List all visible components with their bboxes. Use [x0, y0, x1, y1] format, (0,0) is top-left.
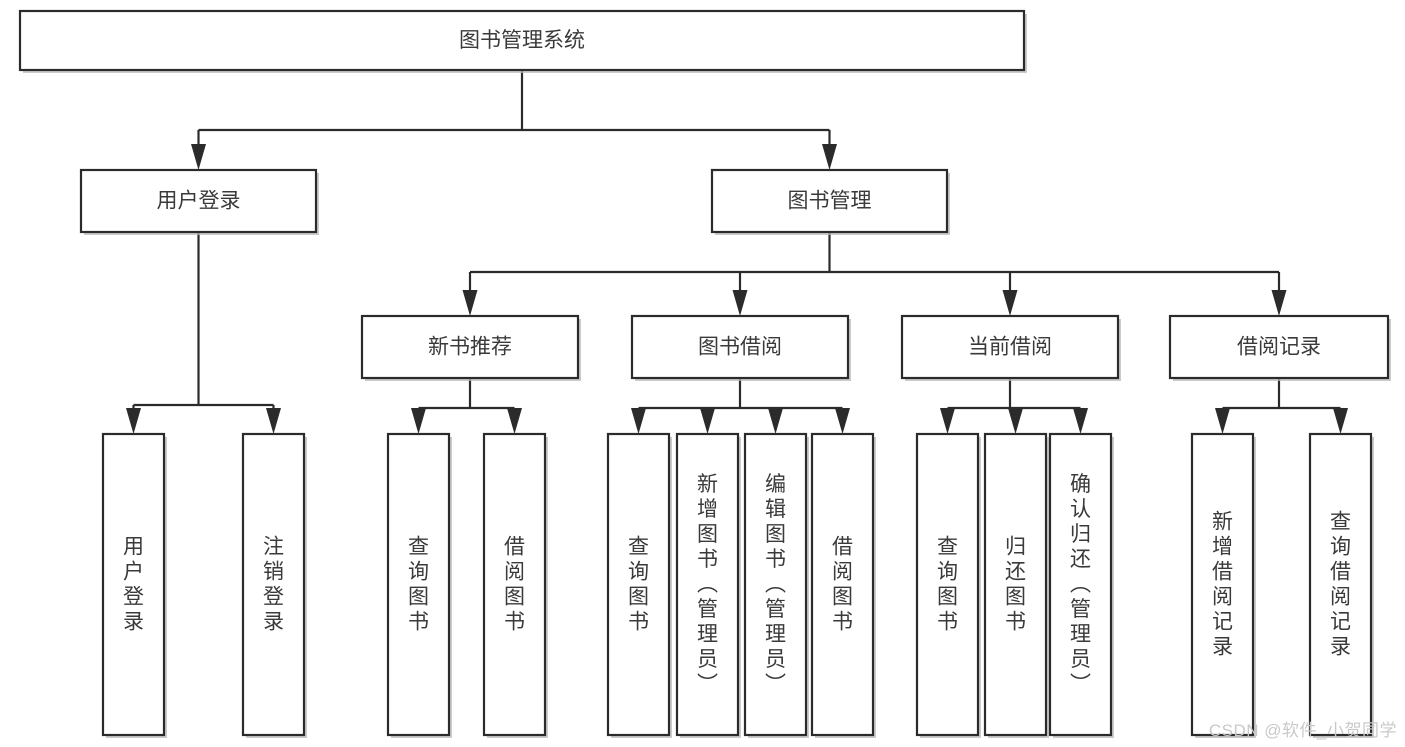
node-label: 查询图书: [937, 536, 958, 634]
node-label: 借阅记录: [1237, 336, 1321, 359]
connector-bookmgmt-to-newrec: [462, 272, 478, 316]
connector-current-to-l-return: [1008, 408, 1023, 434]
node-l-return[interactable]: 归还图书: [983, 432, 1049, 738]
connector-borrow-to-l-borrow2: [835, 408, 850, 434]
connector-layer: [126, 70, 1348, 434]
node-box[interactable]: [360, 314, 580, 380]
connector-borrow-to-l-addbook: [700, 408, 715, 434]
node-newrec[interactable]: 新书推荐: [360, 314, 581, 381]
connector-bookmgmt-to-records: [1271, 272, 1287, 316]
connector-group-borrow: [631, 378, 850, 434]
node-box[interactable]: [1308, 432, 1373, 737]
node-label: 新书推荐: [428, 336, 512, 359]
connector-login-to-l-login: [126, 405, 141, 434]
node-l-queryrec[interactable]: 查询借阅记录: [1308, 432, 1374, 738]
node-box[interactable]: [675, 432, 740, 737]
node-label: 图书管理系统: [459, 29, 585, 52]
node-box[interactable]: [710, 168, 949, 234]
connector-records-to-l-addrec: [1215, 408, 1230, 434]
node-label: 注销登录: [263, 536, 284, 634]
connector-group-bookmgmt: [462, 232, 1287, 316]
node-box[interactable]: [606, 432, 671, 737]
node-box[interactable]: [1190, 432, 1255, 737]
node-label: 编辑图书︵管理员︶: [765, 473, 786, 696]
node-box[interactable]: [983, 432, 1048, 737]
node-box[interactable]: [743, 432, 808, 737]
node-l-query2[interactable]: 查询图书: [606, 432, 672, 738]
node-box[interactable]: [630, 314, 850, 380]
node-label: 确认归还︵管理员︶: [1070, 473, 1091, 696]
node-box[interactable]: [810, 432, 875, 737]
connector-newrec-to-l-query1: [411, 408, 426, 434]
node-label: 借阅图书: [504, 536, 525, 634]
connector-newrec-to-l-borrow1: [507, 408, 522, 434]
connector-bookmgmt-to-current: [1002, 272, 1018, 316]
node-box[interactable]: [101, 432, 166, 737]
connector-group-root: [191, 70, 837, 170]
node-l-addbook[interactable]: 新增图书︵管理员︶: [675, 432, 741, 738]
node-l-logout[interactable]: 注销登录: [241, 432, 307, 738]
node-current[interactable]: 当前借阅: [900, 314, 1121, 381]
node-label: 查询图书: [628, 536, 649, 634]
node-box[interactable]: [1048, 432, 1113, 737]
node-l-query1[interactable]: 查询图书: [386, 432, 452, 738]
node-l-addrec[interactable]: 新增借阅记录: [1190, 432, 1256, 738]
connector-root-to-login: [191, 130, 206, 170]
connector-group-records: [1215, 378, 1348, 434]
node-box[interactable]: [1168, 314, 1390, 380]
node-label: 用户登录: [157, 190, 241, 213]
node-label: 用户登录: [123, 536, 144, 634]
node-root[interactable]: 图书管理系统: [18, 9, 1027, 73]
node-login[interactable]: 用户登录: [79, 168, 319, 235]
node-borrow[interactable]: 图书借阅: [630, 314, 851, 381]
node-box[interactable]: [482, 432, 547, 737]
node-box[interactable]: [900, 314, 1120, 380]
node-label: 当前借阅: [968, 336, 1052, 359]
connector-root-to-bookmgmt: [822, 130, 837, 170]
node-label: 图书管理: [788, 190, 872, 213]
node-box[interactable]: [915, 432, 980, 737]
connector-borrow-to-l-editbook: [768, 408, 783, 434]
node-l-editbook[interactable]: 编辑图书︵管理员︶: [743, 432, 809, 738]
node-label: 查询借阅记录: [1330, 511, 1351, 659]
node-l-borrow1[interactable]: 借阅图书: [482, 432, 548, 738]
connector-group-newrec: [411, 378, 522, 434]
node-layer: 图书管理系统用户登录图书管理新书推荐图书借阅当前借阅借阅记录用户登录注销登录查询…: [18, 9, 1391, 738]
connector-login-to-l-logout: [266, 405, 281, 434]
node-l-login[interactable]: 用户登录: [101, 432, 167, 738]
node-box[interactable]: [386, 432, 451, 737]
node-l-borrow2[interactable]: 借阅图书: [810, 432, 876, 738]
node-bookmgmt[interactable]: 图书管理: [710, 168, 950, 235]
node-records[interactable]: 借阅记录: [1168, 314, 1391, 381]
connector-borrow-to-l-query2: [631, 408, 646, 434]
node-box[interactable]: [79, 168, 318, 234]
node-label: 图书借阅: [698, 336, 782, 359]
node-box[interactable]: [241, 432, 306, 737]
node-box[interactable]: [18, 9, 1026, 72]
connector-current-to-l-confirm: [1073, 408, 1088, 434]
connector-group-current: [940, 378, 1088, 434]
node-label: 借阅图书: [832, 536, 853, 634]
connector-current-to-l-query3: [940, 408, 955, 434]
node-label: 归还图书: [1005, 536, 1026, 634]
node-label: 新增图书︵管理员︶: [697, 473, 718, 696]
node-label: 新增借阅记录: [1212, 511, 1233, 659]
node-l-query3[interactable]: 查询图书: [915, 432, 981, 738]
node-label: 查询图书: [408, 536, 429, 634]
node-l-confirm[interactable]: 确认归还︵管理员︶: [1048, 432, 1114, 738]
connector-bookmgmt-to-borrow: [732, 272, 748, 316]
connector-group-login: [126, 232, 281, 434]
connector-records-to-l-queryrec: [1333, 408, 1348, 434]
